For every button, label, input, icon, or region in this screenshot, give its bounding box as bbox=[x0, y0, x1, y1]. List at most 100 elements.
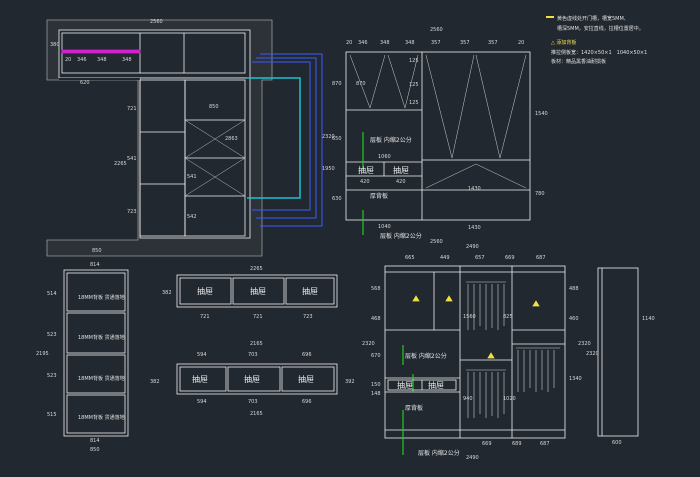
drawer2-bottom-3: 696 bbox=[302, 399, 312, 405]
drawer2-label-3: 抽屉 bbox=[298, 374, 314, 384]
elev2-yellow-tri-4 bbox=[487, 352, 495, 359]
elev2-inner-3: 940 bbox=[463, 396, 473, 402]
elevation-1-labels: 2560 20 346 348 348 357 357 357 20 870 6… bbox=[322, 27, 548, 245]
drawer2-box-3 bbox=[281, 366, 335, 392]
elev2-seg-1: 665 bbox=[405, 255, 415, 261]
elev2-drawer-2: 抽屉 bbox=[428, 380, 444, 390]
front-view bbox=[63, 269, 129, 437]
elev2-right-1: 488 bbox=[569, 286, 579, 292]
plan-lower-left bbox=[59, 78, 140, 80]
elevation-2 bbox=[384, 265, 566, 455]
elev1-inner-125a: 125 bbox=[409, 58, 419, 64]
elev1-bottom-1040: 1040 bbox=[378, 224, 391, 230]
elev2-frame bbox=[384, 265, 566, 439]
elev2-yellow-tri-1 bbox=[412, 295, 420, 302]
elev1-seg-8: 20 bbox=[518, 40, 524, 46]
front-part-1: 514 bbox=[47, 291, 57, 297]
elev2-bottom-total: 2490 bbox=[466, 455, 479, 461]
elev1-seg-4: 348 bbox=[405, 40, 415, 46]
elev1-left-650: 650 bbox=[332, 136, 342, 142]
elev2-yellow-tri-3 bbox=[532, 300, 540, 307]
plan-dim-mid-850: 850 bbox=[209, 104, 219, 110]
elev2-left-6: 148 bbox=[371, 391, 381, 397]
front-height: 2195 bbox=[36, 351, 49, 357]
front-label-4: 18MM背板 贯通落地 bbox=[78, 414, 125, 421]
drawer1-box-3 bbox=[285, 277, 335, 305]
plan-dim-top-2: 346 bbox=[77, 57, 87, 63]
side-height: 2320 bbox=[586, 351, 599, 357]
drawer1-label-1: 抽屉 bbox=[197, 286, 213, 296]
drawer2-label-2: 抽屉 bbox=[244, 374, 260, 384]
plan-dim-height-top: 380 bbox=[50, 42, 60, 48]
side-bottom: 600 bbox=[612, 440, 622, 446]
legend-note-3: △ 添加背板 bbox=[551, 39, 576, 46]
plan-dim-mid-541: 541 bbox=[187, 174, 197, 180]
elev1-door-diags-right bbox=[425, 54, 527, 189]
drawer-row-2 bbox=[176, 363, 338, 395]
legend-notes: 黄色虚线处开门槽，槽宽5MM、 槽深5MM，安拉直线，拉槽位置居中。 △ 添加背… bbox=[546, 15, 647, 65]
elev1-left-630: 630 bbox=[332, 196, 342, 202]
elev1-w1430b: 1430 bbox=[468, 225, 481, 231]
drawer2-top-1: 594 bbox=[197, 352, 207, 358]
plan-blue-leader-3 bbox=[260, 53, 323, 227]
front-frame bbox=[63, 269, 129, 437]
elev1-w420: 420 bbox=[360, 179, 370, 185]
drawer2-frame bbox=[176, 363, 338, 395]
elev2-clothes-right bbox=[516, 347, 560, 392]
drawer2-top-3: 696 bbox=[302, 352, 312, 358]
legend-note-2: 槽深5MM，安拉直线，拉槽位置居中。 bbox=[557, 25, 644, 32]
plan-magenta-shelf bbox=[61, 49, 141, 54]
plan-dim-mid-2863: 2863 bbox=[225, 136, 238, 142]
elev2-seg-5: 687 bbox=[536, 255, 546, 261]
plan-dim-bottom: 850 bbox=[92, 248, 102, 254]
front-label-2: 18MM背板 贯通落地 bbox=[78, 334, 125, 341]
elev1-shelf-note: 层板 内缩2公分 bbox=[370, 136, 412, 144]
plan-dim-top-1: 20 bbox=[65, 57, 71, 63]
elev1-left-870: 870 bbox=[332, 81, 342, 87]
elev1-left-1950: 1950 bbox=[322, 166, 335, 172]
elev1-bottom-2560: 2560 bbox=[430, 239, 443, 245]
drawer1-box-1 bbox=[179, 277, 232, 305]
plan-dim-left-height: 2265 bbox=[114, 161, 127, 167]
plan-door-diag bbox=[184, 119, 246, 197]
elev2-left-5: 150 bbox=[371, 382, 381, 388]
elev2-top: 2490 bbox=[466, 244, 479, 250]
elev1-right-1540: 1540 bbox=[535, 111, 548, 117]
elev2-left-1: 568 bbox=[371, 286, 381, 292]
drawer1-box-2 bbox=[232, 277, 285, 305]
drawer2-box-1 bbox=[179, 366, 227, 392]
legend-note-5: 板材：精品黑香油耐损板 bbox=[551, 58, 606, 65]
elev1-seg-6: 357 bbox=[460, 40, 470, 46]
plan-dim-overall: 2560 bbox=[150, 19, 163, 25]
side-view-labels: 2320 1140 600 bbox=[586, 316, 655, 446]
side-view bbox=[597, 267, 639, 437]
elev2-right-3: 1340 bbox=[569, 376, 582, 382]
elev1-back: 厚背板 bbox=[370, 192, 388, 200]
elev1-inner-125c: 125 bbox=[409, 100, 419, 106]
drawer1-frame bbox=[176, 274, 338, 308]
elev1-seg-7: 357 bbox=[488, 40, 498, 46]
elev1-top-dim: 2560 bbox=[430, 27, 443, 33]
elev2-bottom-2: 689 bbox=[512, 441, 522, 447]
elev1-seg-2: 346 bbox=[358, 40, 368, 46]
plan-dim-left-2: 541 bbox=[127, 156, 137, 162]
elev2-right-2: 460 bbox=[569, 316, 579, 322]
drawer1-h: 382 bbox=[162, 290, 172, 296]
front-bottom: 814 bbox=[90, 438, 100, 444]
plan-dim-mid-542: 542 bbox=[187, 214, 197, 220]
drawer2-h1: 382 bbox=[150, 379, 160, 385]
plan-view bbox=[46, 19, 323, 257]
plan-dim-left-1: 721 bbox=[127, 106, 137, 112]
front-panel-4 bbox=[66, 394, 126, 434]
drawer1-bottom-1: 721 bbox=[200, 314, 210, 320]
elev1-inner-870: 870 bbox=[356, 81, 366, 87]
plan-wall-inner bbox=[58, 29, 251, 79]
elev2-yellow-tri-2 bbox=[445, 295, 453, 302]
side-inner-dim: 1140 bbox=[642, 316, 655, 322]
elev2-inner-1: 1560 bbox=[463, 314, 476, 320]
elev1-inner-125b: 125 bbox=[409, 82, 419, 88]
elev2-left-4: 2320 bbox=[362, 341, 375, 347]
elev1-drawer-1: 抽屉 bbox=[358, 165, 374, 175]
front-part-2: 523 bbox=[47, 332, 57, 338]
elev2-seg-3: 657 bbox=[475, 255, 485, 261]
